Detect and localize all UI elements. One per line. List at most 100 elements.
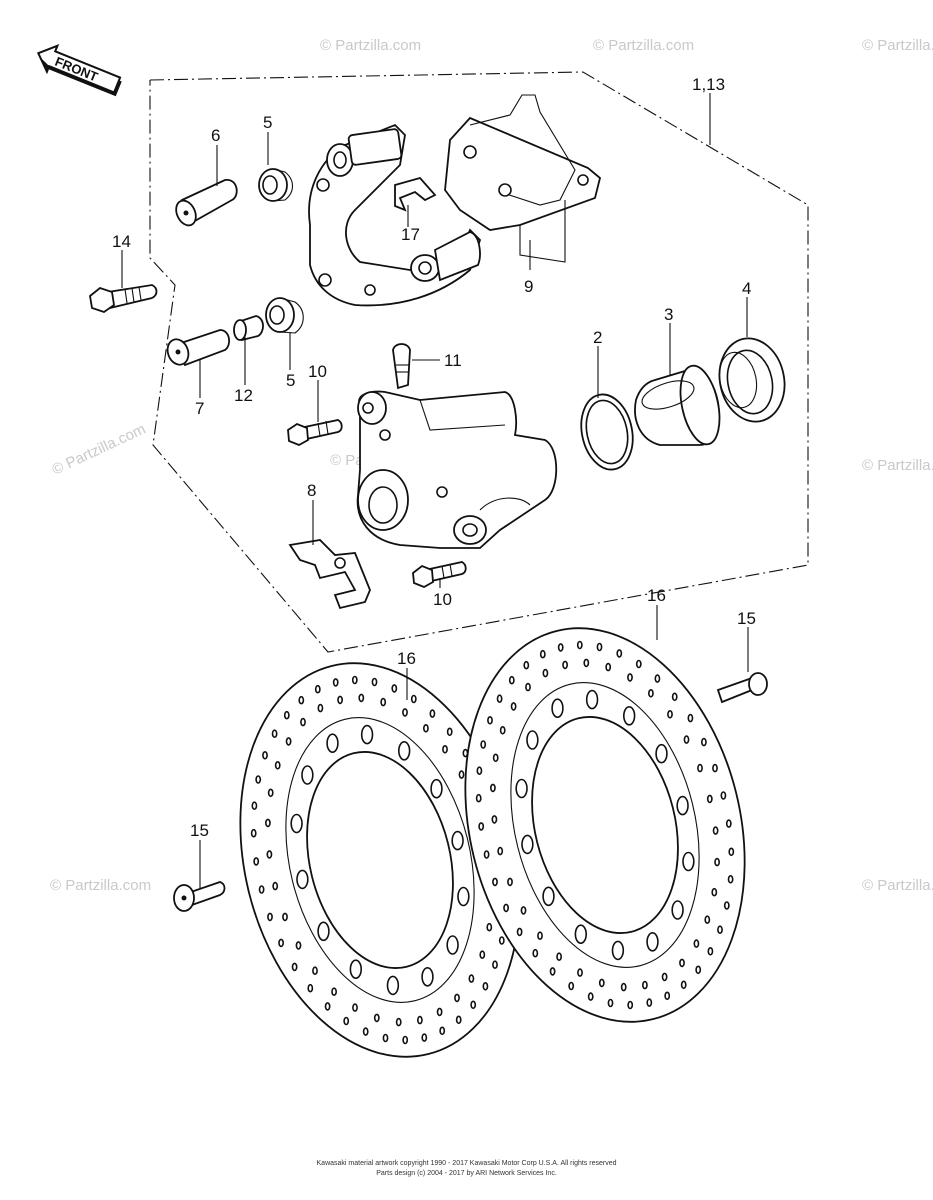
disc-hole	[398, 740, 411, 761]
callout-labels: 1,13 2 3 4 5 5 6 7 8 9 10 10 11 12 14 15…	[112, 75, 756, 840]
bolt-10-lower	[412, 561, 467, 588]
disc-hole	[258, 885, 265, 894]
disc-hole	[255, 775, 262, 784]
callout-8: 8	[307, 481, 316, 500]
disc-hole	[585, 689, 599, 710]
disc-hole	[516, 927, 523, 937]
disc-hole	[532, 948, 539, 958]
disc-hole	[707, 946, 714, 956]
disc-hole	[611, 940, 625, 961]
disc-hole	[479, 950, 486, 960]
bolt-14	[89, 284, 158, 313]
disc-hole	[667, 709, 673, 719]
disc-hole	[682, 851, 695, 872]
disc-hole	[717, 925, 723, 935]
caliper-bracket	[308, 123, 482, 307]
disc-hole	[324, 1002, 331, 1011]
callout-5-upper: 5	[263, 113, 272, 132]
disc-hole	[251, 801, 258, 811]
dust-boot-upper	[258, 168, 294, 202]
disc-hole	[430, 778, 443, 799]
disc-hole	[272, 881, 279, 891]
piston	[634, 364, 721, 446]
piston-seal	[580, 393, 634, 471]
disc-hole	[264, 818, 271, 828]
watermark-text: © Partzilla.com	[50, 421, 149, 479]
disc-hole	[521, 834, 534, 855]
disc-hole	[695, 965, 702, 975]
disc-hole	[523, 660, 530, 670]
disc-hole	[492, 753, 499, 763]
disc-hole	[291, 962, 298, 972]
disc-hole	[577, 968, 583, 977]
disc-hole	[290, 813, 303, 834]
disc-hole	[271, 729, 278, 739]
watermark-text: © Partzilla.com	[862, 877, 933, 894]
callout-15-right: 15	[737, 609, 756, 628]
disc-hole	[664, 991, 671, 1001]
disc-hole	[711, 887, 718, 897]
disc-hole	[616, 649, 623, 658]
disc-hole	[598, 978, 605, 988]
callout-4: 4	[742, 279, 751, 298]
callout-10-upper: 10	[308, 362, 327, 381]
leader-lines	[121, 93, 749, 888]
disc-hole	[683, 735, 690, 744]
disc-hole	[317, 703, 324, 713]
disc-hole	[704, 915, 711, 925]
disc-hole	[556, 952, 562, 962]
disc-hole	[727, 874, 734, 884]
disc-hole	[720, 791, 727, 800]
disc-hole	[492, 960, 498, 970]
disc-hole	[314, 684, 321, 694]
disc-hole	[680, 980, 687, 990]
bleeder-valve	[392, 343, 411, 390]
disc-hole	[483, 850, 490, 859]
disc-hole	[278, 938, 284, 948]
dust-seal	[718, 337, 786, 423]
disc-hole	[587, 992, 594, 1001]
disc-hole	[274, 760, 281, 770]
disc-bolt-right	[716, 672, 768, 704]
disc-hole	[537, 931, 543, 941]
disc-hole	[371, 677, 378, 687]
disc-hole	[671, 692, 678, 702]
anti-rattle-spring	[288, 539, 371, 610]
disc-hole	[497, 846, 504, 856]
disc-hole	[343, 1016, 350, 1026]
watermark-text: © Partzilla.com	[862, 37, 933, 54]
disc-hole	[332, 678, 339, 687]
disc-hole	[482, 981, 489, 991]
disc-hole	[351, 675, 358, 685]
caliper-body	[356, 390, 558, 549]
disc-hole	[492, 877, 498, 887]
copyright-footer-line2: Parts design (c) 2004 - 2017 by ARI Netw…	[376, 1170, 557, 1177]
brake-disc-right	[464, 627, 746, 1023]
disc-hole	[498, 936, 505, 945]
disc-hole	[549, 967, 556, 976]
disc-hole	[725, 819, 732, 828]
disc-hole	[296, 869, 309, 890]
watermark-text: © Partzilla.com	[862, 457, 933, 474]
disc-hole	[349, 959, 362, 980]
disc-hole	[478, 822, 485, 831]
disc-hole	[712, 763, 718, 773]
disc-hole	[446, 935, 459, 955]
disc-hole	[301, 765, 314, 785]
callout-14: 14	[112, 232, 131, 251]
disc-bolt-left	[173, 881, 226, 912]
disc-hole	[627, 673, 633, 682]
disc-hole	[455, 1015, 462, 1025]
callout-16-left: 16	[397, 649, 416, 668]
disc-hole	[671, 900, 684, 920]
disc-hole	[380, 697, 387, 707]
callout-15-left: 15	[190, 821, 209, 840]
disc-hole	[646, 998, 653, 1007]
disc-hole	[267, 912, 273, 922]
disc-hole	[285, 737, 292, 746]
disc-hole	[646, 931, 659, 952]
callout-11: 11	[444, 351, 462, 370]
disc-hole	[317, 921, 330, 942]
disc-hole	[422, 723, 429, 733]
disc-hole	[451, 830, 464, 851]
